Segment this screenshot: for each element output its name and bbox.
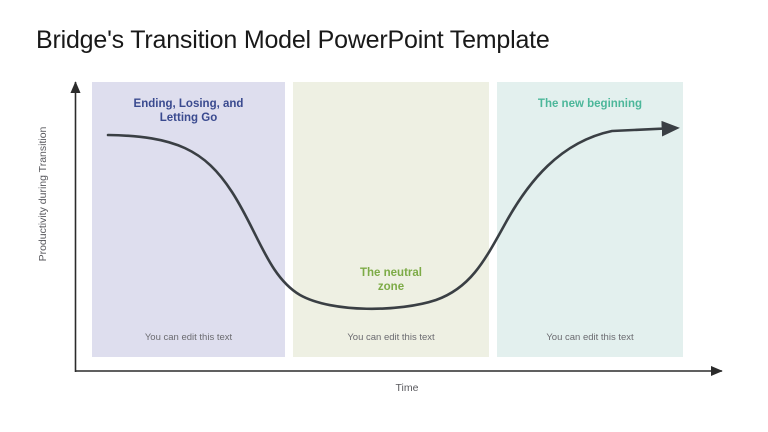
phase-title-ending-line2: Letting Go <box>159 112 218 124</box>
phase-title-ending: Ending, Losing, and Letting Go <box>92 97 285 125</box>
y-axis-label: Productivity during Transition <box>37 126 49 262</box>
phase-edit-text-neutral[interactable]: You can edit this text <box>347 332 435 343</box>
phase-band-neutral: You can edit this text <box>293 82 489 357</box>
phase-edit-text-new-beginning[interactable]: You can edit this text <box>546 332 634 343</box>
phase-edit-text-ending[interactable]: You can edit this text <box>144 332 233 343</box>
phase-title-new-beginning: The new beginning <box>537 98 643 110</box>
phase-title-ending-line1: Ending, Losing, and <box>133 98 244 110</box>
phase-band-ending: Ending, Losing, and Letting Go You can e… <box>92 82 285 357</box>
phase-title-neutral-line1: The neutral <box>360 267 422 279</box>
page-title: Bridge's Transition Model PowerPoint Tem… <box>36 26 550 54</box>
x-axis-label-text: Time <box>395 382 419 394</box>
phase-title-neutral-line2: zone <box>377 281 405 293</box>
x-axis-label: Time <box>0 382 768 394</box>
productivity-curve-path <box>106 120 680 311</box>
phase-title-neutral: The neutral zone <box>293 266 489 294</box>
